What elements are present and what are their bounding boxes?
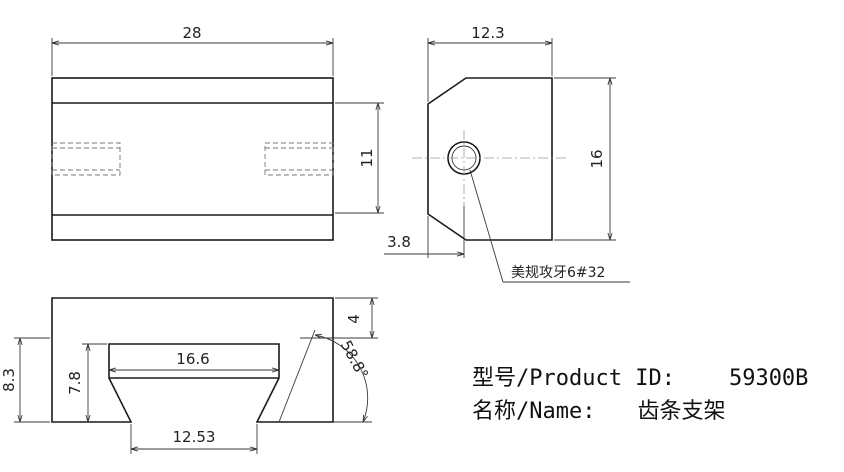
dim-label-8-3: 8.3 bbox=[0, 368, 18, 392]
dim-label-16-6: 16.6 bbox=[176, 350, 209, 368]
dim-width-12-53: 12.53 bbox=[130, 424, 258, 454]
top-view bbox=[51, 77, 334, 241]
dim-label-4: 4 bbox=[345, 314, 363, 324]
dim-height-7-8: 7.8 bbox=[66, 343, 107, 422]
dim-height-8-3: 8.3 bbox=[0, 337, 50, 423]
dim-label-12-53: 12.53 bbox=[173, 428, 216, 446]
dim-offset-3-8: 3.8 bbox=[384, 206, 465, 258]
side-view bbox=[412, 77, 568, 241]
thread-note: 美规攻牙6#32 bbox=[511, 265, 605, 281]
dim-width-28: 28 bbox=[51, 24, 334, 76]
name-row: 名称/Name: 齿条支架 bbox=[472, 395, 808, 428]
product-id-label: 型号/Product ID: bbox=[472, 366, 675, 391]
product-id-row: 型号/Product ID: 59300B bbox=[472, 362, 808, 395]
title-block: 型号/Product ID: 59300B 名称/Name: 齿条支架 bbox=[472, 362, 808, 428]
dim-angle-58-8: 58.8° bbox=[315, 335, 372, 422]
dim-height-16: 16 bbox=[554, 77, 616, 241]
dim-label-16: 16 bbox=[588, 149, 606, 168]
dim-label-28: 28 bbox=[182, 24, 201, 42]
dim-label-58-8: 58.8° bbox=[337, 337, 372, 382]
dim-label-11: 11 bbox=[358, 148, 376, 167]
dim-label-3-8: 3.8 bbox=[387, 233, 411, 251]
dim-slot-11: 11 bbox=[335, 102, 384, 214]
front-view bbox=[51, 297, 372, 423]
dim-rail-4: 4 bbox=[300, 297, 378, 339]
thread-callout: 美规攻牙6#32 bbox=[469, 169, 630, 283]
name-value: 齿条支架 bbox=[637, 399, 726, 424]
dim-width-12-3: 12.3 bbox=[427, 24, 553, 102]
dim-label-7-8: 7.8 bbox=[66, 371, 84, 395]
product-id-value: 59300B bbox=[728, 366, 809, 391]
dim-width-16-6: 16.6 bbox=[109, 350, 279, 370]
dim-label-12-3: 12.3 bbox=[471, 24, 504, 42]
name-label: 名称/Name: bbox=[472, 399, 596, 424]
